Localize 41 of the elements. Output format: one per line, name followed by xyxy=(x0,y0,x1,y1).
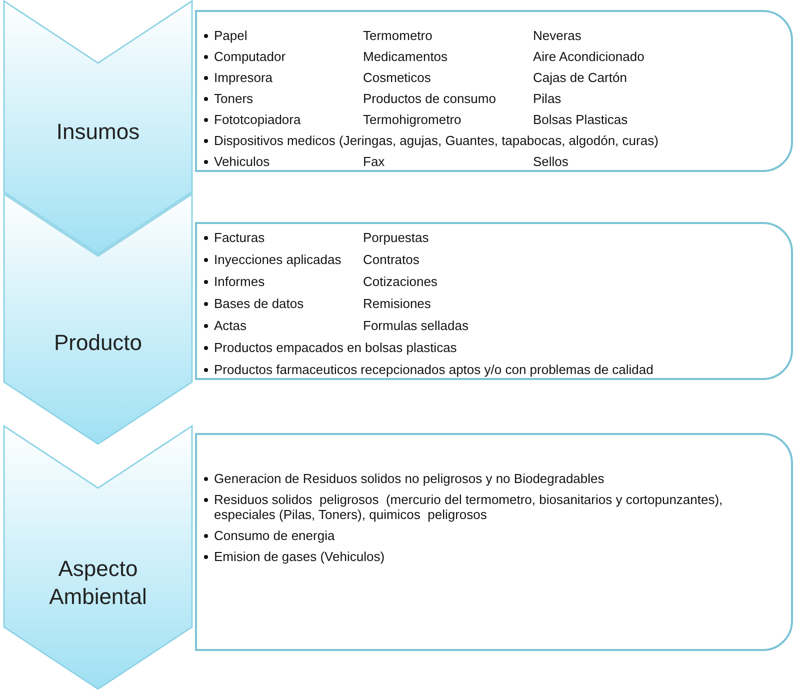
list-item: Dispositivos medicos (Jeringas, agujas, Guantes, tapabocas, algodón, curas) xyxy=(203,133,703,148)
list-item: Fototcopiadora xyxy=(203,112,363,127)
list-item: Papel xyxy=(203,28,363,43)
list-panel xyxy=(195,10,793,172)
list-item: Fax xyxy=(363,154,386,169)
list-item: Productos empacados en bolsas plasticas xyxy=(203,340,783,355)
list-item: Cajas de Cartón xyxy=(533,70,628,85)
list-item: Emision de gases (Vehiculos) xyxy=(203,549,723,564)
list-item: Productos farmaceuticos recepcionados aptos y/o con problemas de calidad xyxy=(203,362,783,377)
list-panel xyxy=(195,222,793,380)
list-item: Medicamentos xyxy=(363,49,449,64)
list-item: Informes xyxy=(203,274,363,289)
step-label: Insumos xyxy=(55,118,141,146)
list-item: Residuos solidos peligrosos (mercurio del termometro, biosanitarios y cortopunzantes), especiales (Pilas, Toners), quimicos peligrosos xyxy=(203,492,723,522)
list-item: Generacion de Residuos solidos no peligrosos y no Biodegradables xyxy=(203,471,723,486)
list-item: Toners xyxy=(203,91,363,106)
step-label: Aspecto Ambiental xyxy=(48,555,148,611)
list-item: Vehiculos xyxy=(203,154,363,169)
list-item: Aire Acondicionado xyxy=(533,49,646,64)
list-panel xyxy=(195,433,793,651)
list-item: Bolsas Plasticas xyxy=(533,112,629,127)
list-item: Porpuestas xyxy=(363,230,430,245)
list-item: Cotizaciones xyxy=(363,274,438,289)
list-item: Inyecciones aplicadas xyxy=(203,252,363,267)
list-item: Termometro xyxy=(363,28,434,43)
list-item: Cosmeticos xyxy=(363,70,432,85)
list-item: Neveras xyxy=(533,28,582,43)
list-item: Productos de consumo xyxy=(363,91,497,106)
list-item: Facturas xyxy=(203,230,363,245)
list-item: Bases de datos xyxy=(203,296,363,311)
list-item: Computador xyxy=(203,49,363,64)
list-item: Consumo de energia xyxy=(203,528,723,543)
list-item: Contratos xyxy=(363,252,420,267)
list-item: Termohigrometro xyxy=(363,112,462,127)
list-item: Formulas selladas xyxy=(363,318,470,333)
list-item: Impresora xyxy=(203,70,363,85)
list-item: Sellos xyxy=(533,154,570,169)
list-item: Pilas xyxy=(533,91,562,106)
step-label: Producto xyxy=(52,329,144,357)
list-item: Remisiones xyxy=(363,296,432,311)
list-item: Actas xyxy=(203,318,363,333)
